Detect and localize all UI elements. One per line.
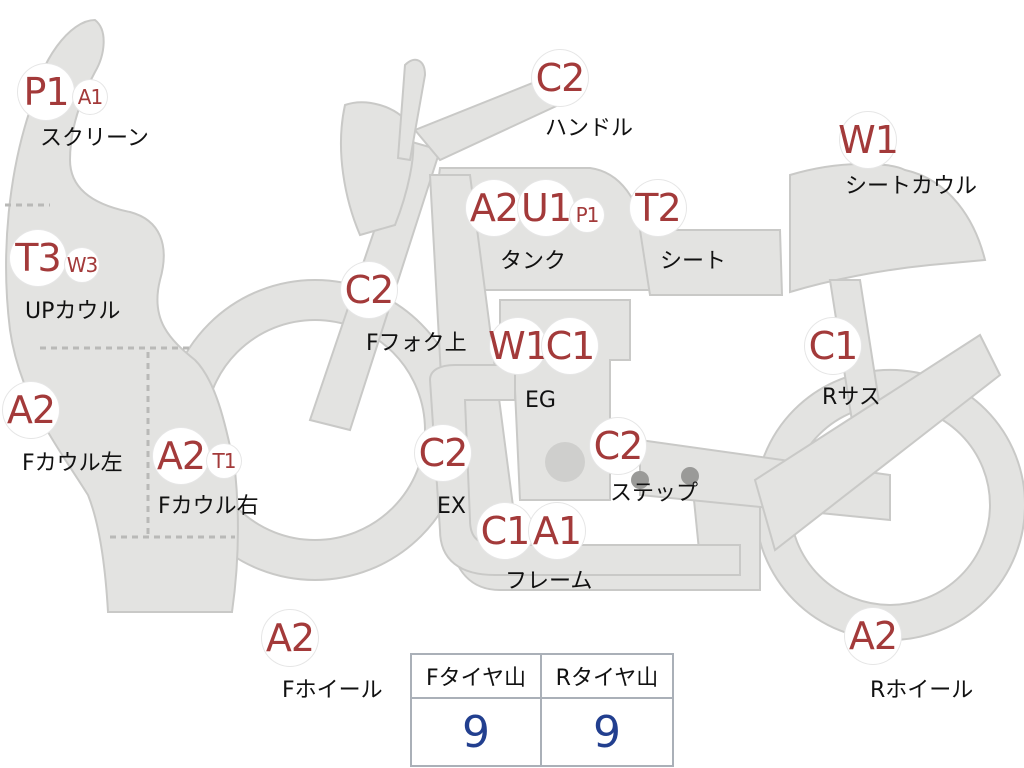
screen-badge-1: P1: [18, 64, 74, 120]
seat-cowl-label: シートカウル: [845, 174, 978, 199]
step-badge-1: C2: [590, 418, 646, 474]
tank-badge-2: U1: [518, 180, 574, 236]
exhaust-label: EX: [437, 494, 466, 519]
headlight-shape: [340, 101, 415, 237]
engine-badge-1: W1: [488, 318, 549, 374]
front-fork-label: Fフォク上: [366, 331, 467, 356]
rear-sus-label: Rサス: [822, 385, 881, 410]
rear-tire-value: 9: [593, 706, 621, 758]
handle-badge-1: C2: [532, 50, 588, 106]
up-cowl-badge-2: W3: [65, 248, 99, 282]
frame-label: フレーム: [505, 569, 593, 594]
step-label: ステップ: [610, 481, 699, 506]
up-cowl-badge-1: T3: [10, 230, 66, 286]
screen-badge-2: A1: [73, 80, 107, 114]
seat-cowl-badge-1: W1: [838, 112, 899, 168]
up-cowl-label: UPカウル: [25, 299, 121, 324]
tank-badge-3: P1: [570, 198, 604, 232]
seat-badge-1: T2: [630, 180, 686, 236]
rear-wheel-label: Rホイール: [870, 678, 974, 703]
f-cowl-left-label: Fカウル左: [22, 451, 123, 476]
rear-wheel-badge-1: A2: [845, 608, 901, 664]
mirror-shape: [396, 58, 427, 162]
tank-label: タンク: [500, 249, 567, 274]
frame-badge-2: A1: [529, 503, 585, 559]
front-wheel-badge-1: A2: [262, 610, 318, 666]
engine-label: EG: [525, 388, 556, 413]
front-wheel-label: Fホイール: [282, 678, 383, 703]
front-fork-badge-1: C2: [341, 262, 397, 318]
rear-sus-badge-1: C1: [805, 318, 861, 374]
rear-wheel-shape: [753, 369, 1024, 641]
rear-tire-header: Rタイヤ山: [542, 655, 672, 699]
handle-label: ハンドル: [545, 116, 634, 141]
screen-label: スクリーン: [40, 126, 149, 151]
engine-badge-2: C1: [542, 318, 598, 374]
seat-label: シート: [660, 249, 727, 274]
f-cowl-right-badge-2: T1: [207, 444, 241, 478]
front-tire-value: 9: [412, 699, 542, 765]
tank-badge-1: A2: [466, 180, 522, 236]
frame-badge-1: C1: [477, 503, 533, 559]
front-tire-header: Fタイヤ山: [412, 655, 542, 699]
tire-tread-table: Fタイヤ山 Rタイヤ山 9 9: [410, 653, 674, 767]
seat-shape: [638, 229, 784, 296]
f-cowl-right-badge-1: A2: [153, 428, 209, 484]
muffler-shape: [753, 333, 1002, 552]
f-cowl-left-badge-1: A2: [3, 382, 59, 438]
f-cowl-right-label: Fカウル右: [158, 494, 259, 519]
exhaust-badge-1: C2: [415, 425, 471, 481]
